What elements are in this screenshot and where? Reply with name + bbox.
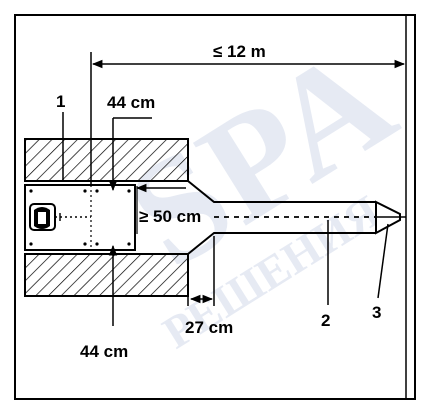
bottom-width-label: 44 cm	[80, 342, 128, 361]
charging-station	[24, 184, 136, 251]
taper-length-label: 27 cm	[185, 318, 233, 337]
callout-1-label: 1	[56, 92, 65, 111]
top-width-label: 44 cm	[107, 93, 155, 112]
robot-mower-icon	[29, 203, 91, 231]
wall-bottom	[24, 253, 189, 297]
dimension-min-clearance: ≥ 50 cm	[135, 183, 201, 234]
hatched-walls	[24, 138, 189, 297]
callout-3: 3	[372, 223, 389, 322]
max-length-label: ≤ 12 m	[213, 42, 266, 61]
callout-2: 2	[321, 220, 330, 330]
corridor-top-edge	[187, 180, 376, 203]
min-clearance-label: ≥ 50 cm	[139, 207, 201, 226]
callout-2-label: 2	[321, 311, 330, 330]
wall-top	[24, 138, 189, 182]
dimension-bottom-width: 44 cm	[80, 244, 128, 361]
callout-3-label: 3	[372, 303, 381, 322]
dimension-taper-length: 27 cm	[185, 236, 233, 337]
dimension-top-width: 44 cm	[107, 93, 155, 192]
dimension-max-length: ≤ 12 m	[90, 42, 406, 186]
guide-tip	[375, 200, 406, 235]
outer-frame	[14, 14, 416, 400]
corridor-outline	[187, 180, 376, 255]
corridor-bottom-edge	[187, 232, 376, 255]
callout-1: 1	[56, 92, 65, 182]
